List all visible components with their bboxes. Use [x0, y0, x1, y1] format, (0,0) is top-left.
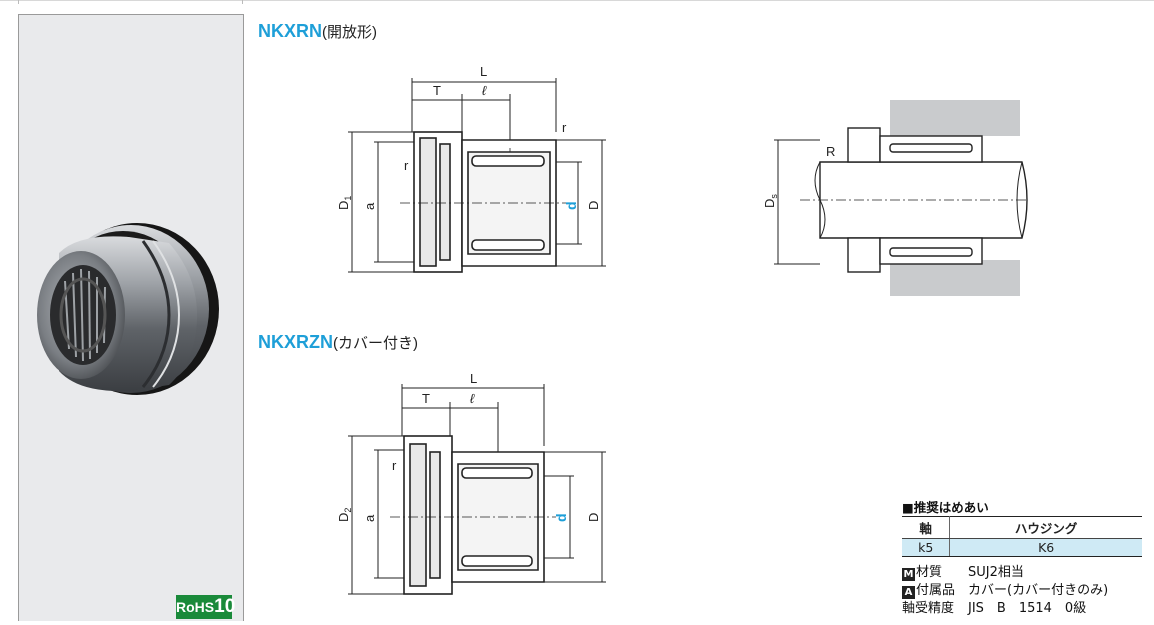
- model-name: NKXRN: [258, 21, 323, 41]
- fit-table: 軸 ハウジング k5 K6: [902, 516, 1142, 557]
- dim-d: d: [553, 513, 569, 522]
- fit-col-shaft: 軸: [902, 516, 951, 539]
- fit-val-housing: K6: [949, 538, 1142, 557]
- material-mark-icon: M: [902, 568, 915, 581]
- dim-D: D: [586, 513, 601, 522]
- dim-L: L: [470, 372, 477, 386]
- fit-heading: ■推奨はめあい: [902, 500, 989, 515]
- top-rule: [0, 0, 1154, 5]
- dim-D1: D1: [336, 196, 353, 210]
- drawing-covered-type: L T ℓ r D2 a d D: [336, 372, 606, 595]
- section-title-covered: NKXRZN(カバー付き): [258, 332, 418, 353]
- accessory-label: 付属品: [916, 583, 956, 598]
- dim-T: T: [433, 83, 441, 98]
- dim-Ds: Ds: [762, 194, 779, 208]
- fit-val-shaft: k5: [902, 538, 951, 557]
- dim-r: r: [392, 458, 397, 473]
- dim-r-outer: r: [562, 120, 567, 135]
- dim-L: L: [480, 64, 487, 79]
- top-tick: [242, 0, 243, 4]
- precision-row: 軸受精度 JIS B 1514 0級: [902, 600, 1108, 618]
- precision-label: 軸受精度: [902, 601, 955, 616]
- bearing-photo: [37, 223, 219, 395]
- dim-D: D: [586, 201, 601, 210]
- rohs-badge: RoHS10: [176, 595, 236, 619]
- dim-T: T: [422, 391, 430, 406]
- dim-a: a: [362, 514, 377, 522]
- material-label: 材質: [916, 565, 943, 580]
- material-value: SUJ2相当: [968, 565, 1024, 580]
- accessory-mark-icon: A: [902, 586, 915, 599]
- dim-D2: D2: [336, 508, 353, 522]
- dim-r-inner: r: [404, 158, 409, 173]
- fit-col-housing: ハウジング: [949, 516, 1142, 539]
- model-name: NKXRZN: [258, 332, 333, 352]
- model-variant: (開放形): [322, 24, 378, 41]
- dim-ell: ℓ: [470, 391, 475, 406]
- model-variant: (カバー付き): [333, 335, 418, 352]
- precision-value: JIS B 1514 0級: [968, 601, 1087, 616]
- dim-a: a: [362, 202, 377, 210]
- rohs-number: 10: [214, 596, 236, 617]
- drawing-open-type: L T ℓ r r D1 a d D: [336, 64, 606, 273]
- dim-R: R: [826, 144, 835, 159]
- drawing-mounted: R Ds: [762, 100, 1028, 296]
- rohs-prefix: RoHS: [176, 599, 215, 615]
- section-title-open: NKXRN(開放形): [258, 21, 377, 42]
- recommended-fit-table: ■推奨はめあい 軸 ハウジング k5 K6: [902, 500, 1142, 557]
- top-tick: [18, 0, 19, 4]
- dim-d: d: [563, 201, 579, 210]
- dim-ell: ℓ: [482, 83, 487, 98]
- product-photo-panel: RoHS10: [18, 14, 244, 621]
- accessory-value: カバー(カバー付きのみ): [968, 583, 1109, 598]
